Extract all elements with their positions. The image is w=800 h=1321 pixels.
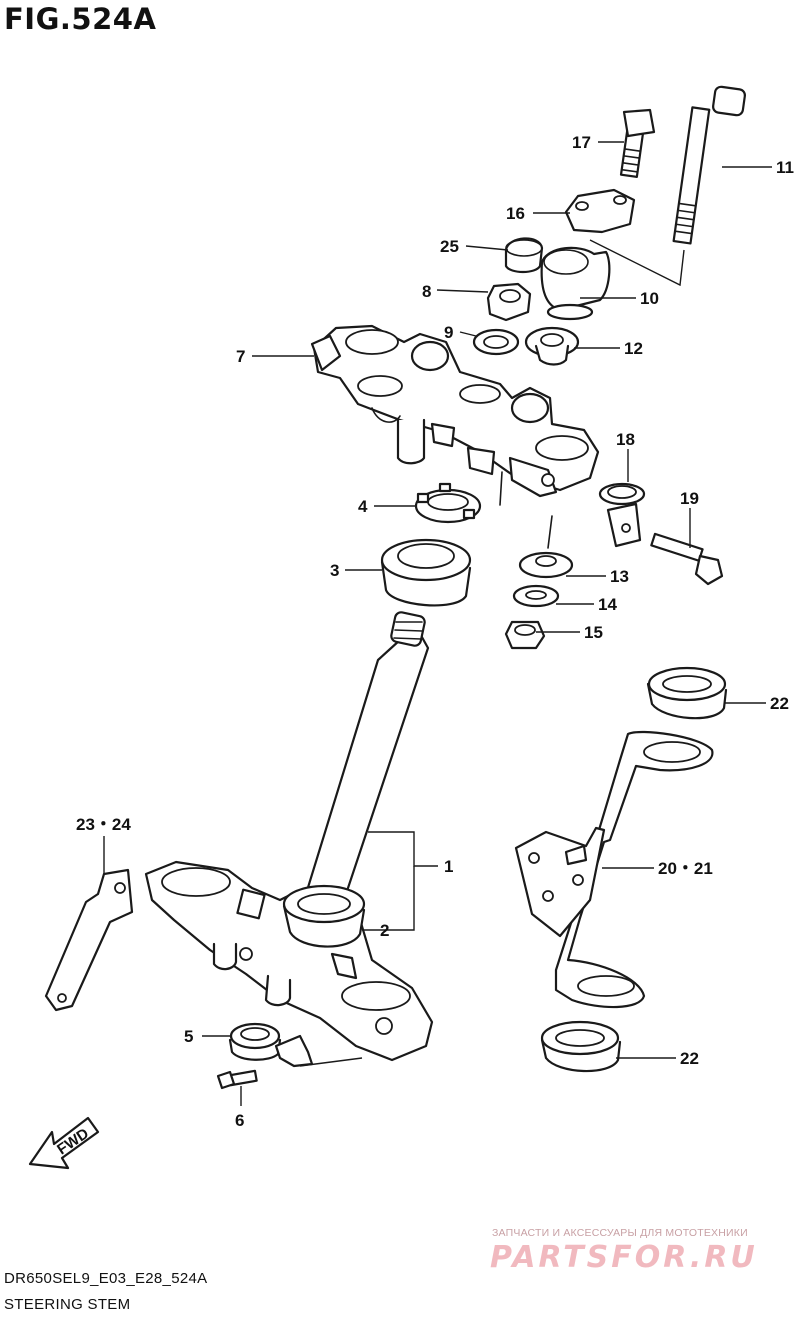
part-11-bolt [672, 85, 746, 245]
figure-title: FIG.524A [4, 2, 157, 36]
leader-lines [103, 141, 772, 1106]
part-4-steering-nut [414, 482, 482, 524]
callout-4: 4 [358, 497, 368, 516]
callout-25: 25 [440, 237, 459, 256]
callout-1: 1 [444, 857, 453, 876]
figure-name: STEERING STEM [4, 1296, 131, 1313]
part-1-steering-stem [304, 611, 430, 902]
callout-2: 2 [380, 921, 389, 940]
part-18-clamp [598, 482, 646, 548]
part-13-cushion [518, 551, 574, 579]
part-8-nut [486, 282, 532, 322]
part-12-cushion [524, 326, 580, 366]
part-10-handlebar-holder [540, 246, 611, 312]
part-9-washer [472, 328, 520, 356]
callout-23-24: 23・24 [76, 815, 131, 834]
callout-11: 11 [776, 158, 794, 177]
callout-7: 7 [236, 347, 245, 366]
callout-12: 12 [624, 339, 643, 358]
part-22-grommet-lower [540, 1020, 622, 1073]
callout-17: 17 [572, 133, 591, 152]
callout-20-21: 20・21 [658, 859, 713, 878]
part-6-screw [216, 1069, 258, 1090]
part-23-24-stay [44, 868, 134, 1012]
callout-18: 18 [616, 430, 635, 449]
watermark-tagline: ЗАПЧАСТИ И АКСЕССУАРЫ ДЛЯ МОТОТЕХНИКИ [492, 1227, 748, 1239]
part-7-upper-bracket [310, 324, 600, 549]
part-14-washer [512, 584, 560, 608]
watermark-logo: PARTSFOR.RU [490, 1240, 758, 1275]
part-19-bolt [650, 532, 724, 586]
callout-16: 16 [506, 204, 525, 223]
part-5-cap [228, 1022, 282, 1061]
callout-15: 15 [584, 623, 603, 642]
part-15-nut [504, 620, 546, 650]
part-2-bearing [282, 884, 366, 948]
callout-13: 13 [610, 567, 629, 586]
callout-10: 10 [640, 289, 659, 308]
callout-19: 19 [680, 489, 699, 508]
callout-5: 5 [184, 1027, 193, 1046]
lower-bracket [144, 860, 434, 1062]
callout-14: 14 [598, 595, 617, 614]
part-22-grommet-upper [646, 666, 728, 720]
callout-8: 8 [422, 282, 431, 301]
callout-9: 9 [444, 323, 453, 342]
callout-22-upper: 22 [770, 694, 789, 713]
callout-3: 3 [330, 561, 339, 580]
part-20-21-bracket [514, 730, 714, 1009]
figure-model-code: DR650SEL9_E03_E28_524A [4, 1270, 208, 1287]
part-3-bearing [380, 538, 472, 607]
callout-22-lower: 22 [680, 1049, 699, 1068]
part-17-bolt [619, 108, 656, 178]
callout-6: 6 [235, 1111, 244, 1130]
fwd-arrow-icon: FWD [28, 1116, 100, 1170]
